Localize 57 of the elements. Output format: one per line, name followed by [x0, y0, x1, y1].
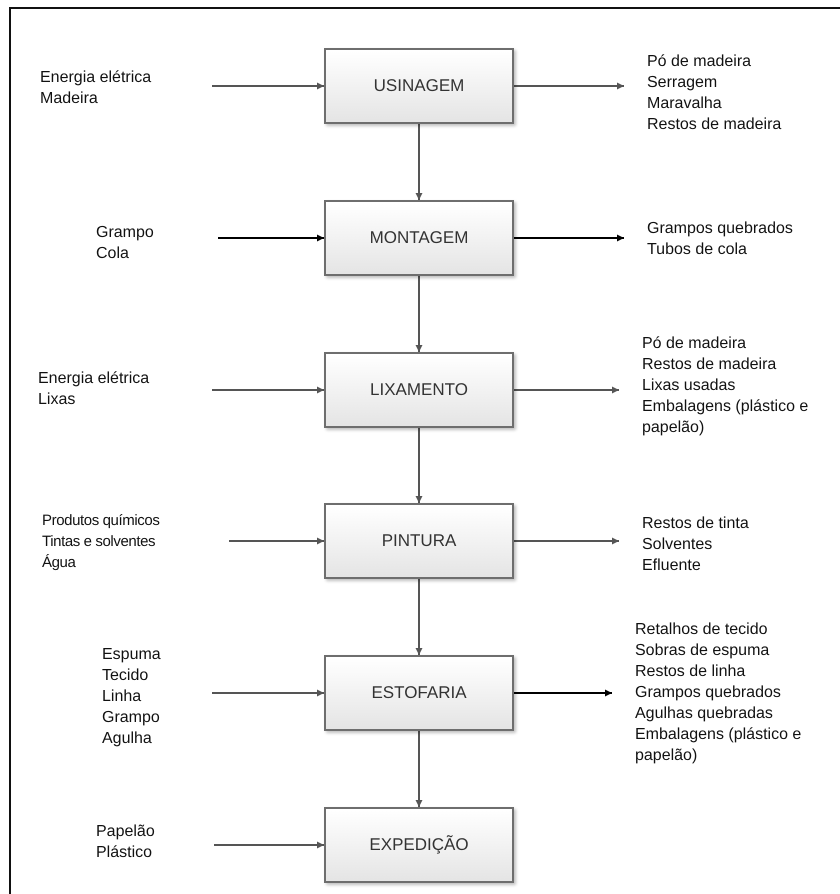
- input-label: Espuma: [102, 645, 161, 665]
- output-label: Solventes: [642, 535, 712, 555]
- arrow: [212, 82, 324, 90]
- input-label: Água: [42, 553, 76, 573]
- input-label: Grampo: [96, 223, 154, 243]
- arrow: [514, 538, 619, 544]
- arrow: [514, 690, 612, 696]
- process-box: ESTOFARIA: [324, 655, 514, 731]
- process-box: USINAGEM: [324, 48, 514, 124]
- arrow: [514, 82, 624, 90]
- output-label: Serragem: [647, 73, 718, 93]
- input-label: Madeira: [40, 89, 98, 109]
- output-label: Maravalha: [647, 94, 722, 114]
- input-label: Tecido: [102, 666, 148, 686]
- output-label: Pó de madeira: [647, 52, 752, 72]
- output-label: Restos de madeira: [647, 115, 782, 135]
- input-label: Cola: [96, 244, 129, 264]
- arrow: [416, 579, 422, 655]
- output-label: Restos de linha: [635, 662, 746, 682]
- input-label: Tintas e solventes: [42, 532, 156, 552]
- output-label: Embalagens (plástico e papelão): [642, 397, 810, 438]
- output-label: Retalhos de tecido: [635, 620, 768, 640]
- input-label: Grampo: [102, 708, 160, 728]
- process-box: LIXAMENTO: [324, 352, 514, 428]
- input-label: Lixas: [38, 390, 76, 410]
- process-box: EXPEDIÇÃO: [324, 807, 514, 883]
- input-label: Plástico: [96, 843, 152, 863]
- process-box: MONTAGEM: [324, 200, 514, 276]
- arrow: [416, 731, 422, 807]
- arrow: [229, 538, 324, 544]
- input-label: Energia elétrica: [38, 369, 150, 389]
- process-box: PINTURA: [324, 503, 514, 579]
- output-label: Agulhas quebradas: [635, 704, 773, 724]
- arrow: [212, 386, 324, 394]
- output-label: Lixas usadas: [642, 376, 736, 396]
- output-label: Sobras de espuma: [635, 641, 770, 661]
- output-label: Tubos de cola: [647, 240, 747, 260]
- input-label: Produtos químicos: [42, 511, 160, 531]
- output-label: Grampos quebrados: [647, 219, 793, 239]
- output-label: Efluente: [642, 556, 701, 576]
- output-label: Grampos quebrados: [635, 683, 781, 703]
- arrow: [214, 842, 324, 848]
- arrow: [416, 428, 422, 503]
- input-label: Agulha: [102, 729, 152, 749]
- output-label: Restos de tinta: [642, 514, 749, 534]
- output-label: Restos de madeira: [642, 355, 776, 375]
- arrow: [514, 234, 624, 242]
- arrow: [212, 690, 324, 696]
- arrow: [514, 386, 619, 394]
- input-label: Energia elétrica: [40, 68, 152, 88]
- output-label: Embalagens (plástico e papelão): [635, 725, 802, 766]
- input-label: Papelão: [96, 822, 155, 842]
- arrow: [416, 276, 422, 352]
- input-label: Linha: [102, 687, 142, 707]
- arrow: [416, 124, 422, 200]
- arrow: [218, 234, 324, 242]
- output-label: Pó de madeira: [642, 334, 746, 354]
